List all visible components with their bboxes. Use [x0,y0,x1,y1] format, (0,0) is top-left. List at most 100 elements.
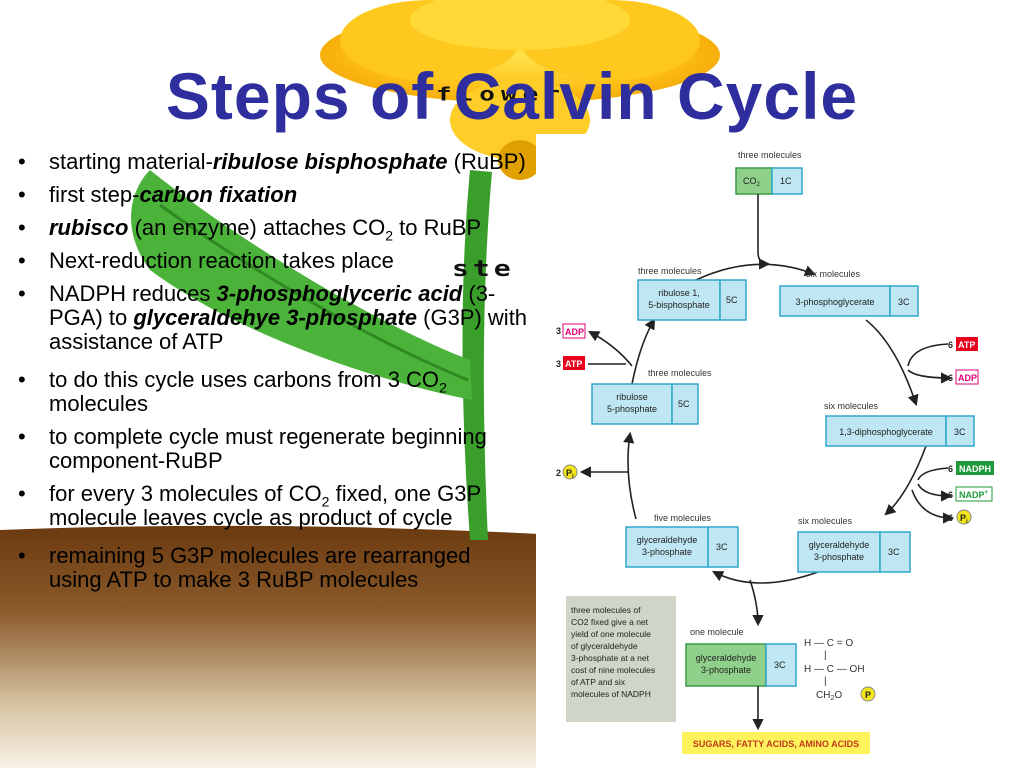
right-atp-tag: 6 ATP [948,337,978,351]
svg-text:3-phosphate: 3-phosphate [642,547,692,557]
arrow-dpg-to-g3p [884,445,927,516]
arrow-g3p-to-g3p [712,570,819,584]
svg-text:3-phosphate: 3-phosphate [814,552,864,562]
svg-text:3-phosphoglycerate: 3-phosphoglycerate [795,297,874,307]
g3p-left-box: glyceraldehyde 3-phosphate 3C [625,526,739,568]
output-caption: one molecule [690,627,744,637]
svg-text:6: 6 [948,340,953,350]
bullet-text: to complete cycle must regenerate beginn… [49,424,487,473]
svg-text:5C: 5C [726,295,738,305]
svg-text:5-bisphosphate: 5-bisphosphate [648,300,710,310]
co2-label: CO [743,176,757,186]
svg-text:Pi: Pi [960,513,968,525]
right-nadp-out [917,483,953,502]
emphasized-term: rubisco [49,215,129,240]
svg-text:2: 2 [556,468,561,478]
arrow-r5p-to-rubp [631,318,656,385]
right-nadp-tag: 6 NADP+ [948,486,993,502]
svg-text:6: 6 [948,464,953,474]
bullet-text: fixed, one G3P molecule leaves cycle as … [49,481,481,530]
svg-text:|: | [824,676,827,687]
bullet-text: molecules [49,391,149,416]
right-pi-out [911,489,955,524]
subscript: 2 [439,379,447,396]
co2-arrow [757,194,771,270]
svg-text:cost of nine molecules: cost of nine molecules [571,665,655,675]
rubp-caption: three molecules [638,266,702,276]
bullet-text: starting material- [49,149,213,174]
bullet-item: for every 3 molecules of CO2 fixed, one … [18,482,528,530]
svg-text:ADP: ADP [565,327,584,337]
bullet-list: starting material-ribulose bisphosphate … [18,150,528,601]
co2-box: CO2 1C [735,167,803,195]
bullet-text: (3-PGA) to [49,281,496,330]
g3p-right-caption: six molecules [798,516,853,526]
bullet-item: to complete cycle must regenerate beginn… [18,425,528,473]
r5p-caption: three molecules [648,368,712,378]
bullet-text: Next-reduction reaction takes place [49,248,394,273]
bullet-text: NADPH reduces [49,281,217,306]
bullet-text: (RuBP) [447,149,526,174]
emphasized-term: carbon fixation [139,182,298,207]
left-atp-tag: 3 ATP [556,356,585,370]
right-nadph-in [917,467,949,481]
svg-text:1,3-diphosphoglycerate: 1,3-diphosphoglycerate [839,427,933,437]
bullet-text: for every 3 molecules of CO [49,481,322,506]
svg-text:3: 3 [556,359,561,369]
svg-text:glyceraldehyde: glyceraldehyde [809,540,870,550]
co2-caption: three molecules [738,150,802,160]
svg-text:CH2O: CH2O [816,690,842,702]
bullet-item: Next-reduction reaction takes place [18,248,528,274]
dpg-box: 1,3-diphosphoglycerate 3C [825,415,975,447]
output-g3p-box: glyceraldehyde 3-phosphate 3C [685,643,797,687]
bullet-item: first step-carbon fixation [18,182,528,208]
svg-text:of glyceraldehyde: of glyceraldehyde [571,641,638,651]
net-yield-note: three molecules of CO2 fixed give a net … [566,596,676,722]
right-adp-out [907,369,953,384]
svg-text:H — C — OH: H — C — OH [804,664,865,675]
svg-text:SUGARS, FATTY ACIDS, AMINO ACI: SUGARS, FATTY ACIDS, AMINO ACIDS [693,739,859,749]
co2-count: 1C [780,176,792,186]
svg-text:Pi: Pi [566,468,574,480]
left-pi-tag: 2 Pi [556,464,578,480]
bullet-item: starting material-ribulose bisphosphate … [18,149,528,175]
svg-text:5C: 5C [678,399,690,409]
bullet-item: remaining 5 G3P molecules are rearranged… [18,544,528,592]
arrow-rubp-to-pga [695,263,817,281]
svg-text:NADPH: NADPH [959,464,991,474]
co2-sub: 2 [757,182,761,188]
svg-text:3C: 3C [716,542,728,552]
bullet-text: (an enzyme) attaches CO [128,215,386,240]
svg-text:NADP+: NADP+ [959,490,989,500]
svg-text:CO2 fixed give a net: CO2 fixed give a net [571,617,649,627]
arrow-pga-to-dpg [865,319,919,407]
arrow-g3p-to-r5p [623,431,637,520]
g3p-structure: H — C = O | H — C — OH | CH2O P [804,638,876,702]
subscript: 2 [321,493,330,510]
right-nadph-tag: 6 NADPH [948,461,994,475]
svg-text:yield of one molecule: yield of one molecule [571,629,651,639]
svg-text:3C: 3C [954,427,966,437]
g3p-right-box: glyceraldehyde 3-phosphate 3C [797,531,911,573]
left-atp-arrow [588,330,633,367]
svg-text:ribulose: ribulose [616,392,648,402]
dpg-caption: six molecules [824,401,879,411]
subscript: 2 [385,227,394,244]
svg-text:of ATP and six: of ATP and six [571,677,626,687]
r5p-box: ribulose 5-phosphate 5C [591,383,699,425]
svg-text:three molecules of: three molecules of [571,605,641,615]
bullet-item: rubisco (an enzyme) attaches CO2 to RuBP [18,215,528,244]
svg-text:3C: 3C [774,660,786,670]
svg-text:CO2: CO2 [743,176,761,188]
flower-overlay-label: flower [436,84,566,106]
svg-text:H — C = O: H — C = O [804,638,853,649]
bullet-text: to RuBP [393,215,482,240]
products-box: SUGARS, FATTY ACIDS, AMINO ACIDS [682,732,870,754]
right-atp-in [907,343,949,367]
svg-text:ATP: ATP [565,359,582,369]
svg-text:3-phosphate: 3-phosphate [701,665,751,675]
left-adp-tag: 3 ADP [556,323,586,339]
pga-caption: six molecules [806,269,861,279]
svg-text:6: 6 [948,490,953,500]
bullet-text: remaining 5 G3P molecules are rearranged… [49,543,471,592]
